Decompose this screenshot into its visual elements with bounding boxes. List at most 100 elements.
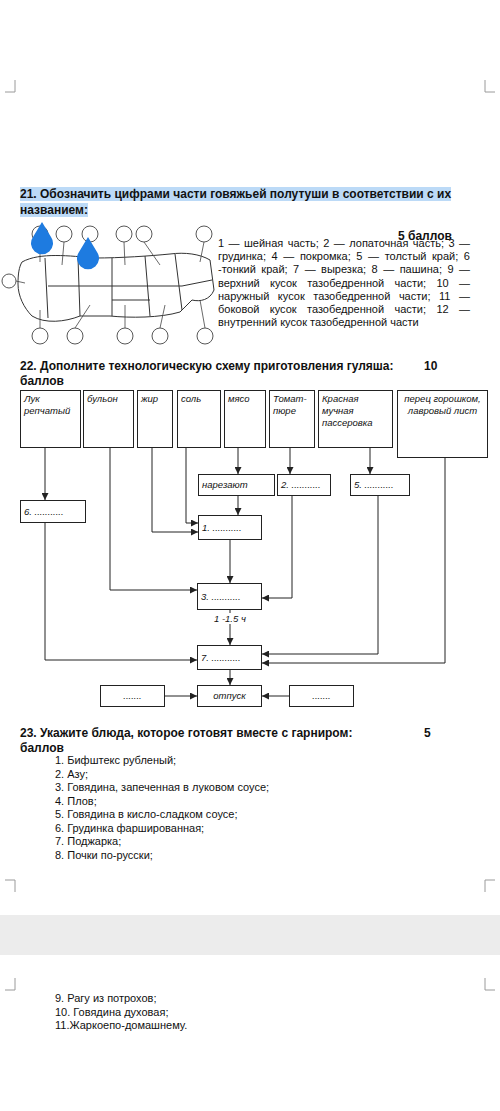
text-block: 23. Укажите блюда, которое готовят вмест… [20, 725, 410, 741]
text-block: 3. Говядина, запеченная в луковом соусе; [55, 781, 475, 795]
box-text: ....... [104, 690, 161, 702]
process-box: 6. ........... [20, 500, 86, 523]
selection-handle [77, 237, 99, 269]
process-box: ....... [289, 685, 354, 707]
flow-arrow [290, 448, 291, 474]
text-block: баллов [20, 373, 110, 389]
callout-circle [136, 226, 152, 242]
callout-circle [116, 226, 132, 242]
score: баллов [20, 374, 64, 388]
list-item: 5. Говядина в кисло-сладком соусе; [55, 808, 238, 820]
process-box: Красная мучная пассеровка [318, 390, 393, 448]
flow-arrow [238, 448, 239, 474]
process-box: Лук репчатый [20, 390, 81, 448]
box-text: Красная мучная пассеровка [322, 393, 389, 429]
question-title: 22. Дополните технологическую схему приг… [20, 359, 394, 373]
process-box: Томат-пюре [269, 390, 315, 448]
flow-arrow [110, 448, 197, 590]
selection-handle [31, 222, 53, 254]
process-box: бульон [83, 390, 134, 448]
box-text: 3. ........... [201, 591, 258, 603]
text-block: 22. Дополните технологическую схему приг… [20, 358, 410, 374]
box-text: ....... [293, 690, 350, 702]
text-block: 21. Обозначить цифрами части говяжьей по… [20, 186, 472, 218]
list-item: 4. Плов; [55, 795, 97, 807]
box-text: нарезают [202, 479, 271, 491]
corner-mark [5, 80, 15, 92]
process-box: нарезают [198, 474, 275, 496]
flow-arrow [262, 496, 292, 598]
corner-mark [485, 880, 495, 892]
score: 10 [424, 359, 437, 373]
text-block: 9. Рагу из потрохов; [55, 992, 475, 1006]
text-block: 5. Говядина в кисло-сладком соусе; [55, 808, 475, 822]
question-title: 21. Обозначить цифрами части говяжьей по… [20, 187, 451, 217]
question-title: 23. Укажите блюда, которое готовят вмест… [20, 726, 352, 740]
box-text: перец горошком, лавровый лист [401, 393, 484, 417]
flow-arrow [45, 523, 197, 660]
text-block: 10 [424, 358, 464, 374]
flow-arrow [370, 448, 371, 474]
flow-arrow [45, 448, 46, 500]
box-text: отпуск [201, 690, 258, 702]
list-item: 2. Азу; [55, 768, 88, 780]
list-item: 11.Жаркоепо-домашнему. [55, 1019, 187, 1031]
leader-lines [16, 242, 205, 328]
box-text: соль [181, 393, 217, 405]
callout-circle [82, 226, 98, 242]
box-text: жир [141, 393, 169, 405]
callout-circle [32, 328, 48, 344]
text-block: 4. Плов; [55, 795, 475, 809]
text-block: баллов [20, 740, 110, 756]
callout-circle [2, 274, 16, 288]
flow-arrow [238, 496, 239, 515]
process-box: 2. ........... [277, 474, 331, 496]
selection-handles [31, 222, 99, 269]
callout-circle [197, 328, 213, 344]
list-item: 1. Бифштекс рубленый; [55, 754, 176, 766]
list-item: 10. Говядина духовая; [55, 1006, 168, 1018]
flow-arrow [262, 696, 289, 697]
process-box: жир [137, 390, 173, 448]
cut-lines [45, 254, 212, 318]
text-block: 6. Грудинка фаршированная; [55, 822, 475, 836]
edge-label: 1 -1.5 ч [213, 613, 247, 624]
page-gap [0, 915, 500, 955]
corner-mark [485, 978, 495, 990]
corner-mark [5, 978, 15, 990]
text-block: 7. Поджарка; [55, 835, 475, 849]
text-block: 1. Бифштекс рубленый; [55, 754, 475, 768]
flow-arrow [262, 458, 445, 663]
score: 5 [424, 726, 431, 740]
list-item: 9. Рагу из потрохов; [55, 992, 157, 1004]
text-block: 5 [424, 725, 454, 741]
callout-circle [56, 226, 72, 242]
process-box: соль [177, 390, 221, 448]
flow-arrow [230, 670, 231, 685]
callout-circle [67, 328, 83, 344]
flow-arrow [152, 448, 198, 532]
process-box: перец горошком, лавровый лист [397, 390, 488, 458]
box-text: 6. ........... [24, 506, 82, 518]
box-text: 7. ........... [201, 652, 258, 664]
callout-circle [117, 328, 133, 344]
corner-mark [5, 880, 15, 892]
box-text: 5. ........... [354, 479, 406, 491]
box-text: Лук репчатый [24, 393, 77, 417]
carcass-outline [18, 253, 214, 321]
text-block: 2. Азу; [55, 768, 475, 782]
process-box: 3. ........... [197, 583, 262, 610]
beef-carcass [18, 253, 214, 321]
flow-arrow [165, 696, 197, 697]
box-text: бульон [87, 393, 130, 405]
list-item: 8. Почки по-русски; [55, 849, 153, 861]
process-box: 1. ........... [198, 515, 262, 540]
process-box: отпуск [197, 685, 262, 707]
process-box: ....... [100, 685, 165, 707]
text-block: 11.Жаркоепо-домашнему. [55, 1019, 475, 1033]
list-item: 3. Говядина, запеченная в луковом соусе; [55, 781, 269, 793]
flow-arrow [230, 540, 231, 583]
